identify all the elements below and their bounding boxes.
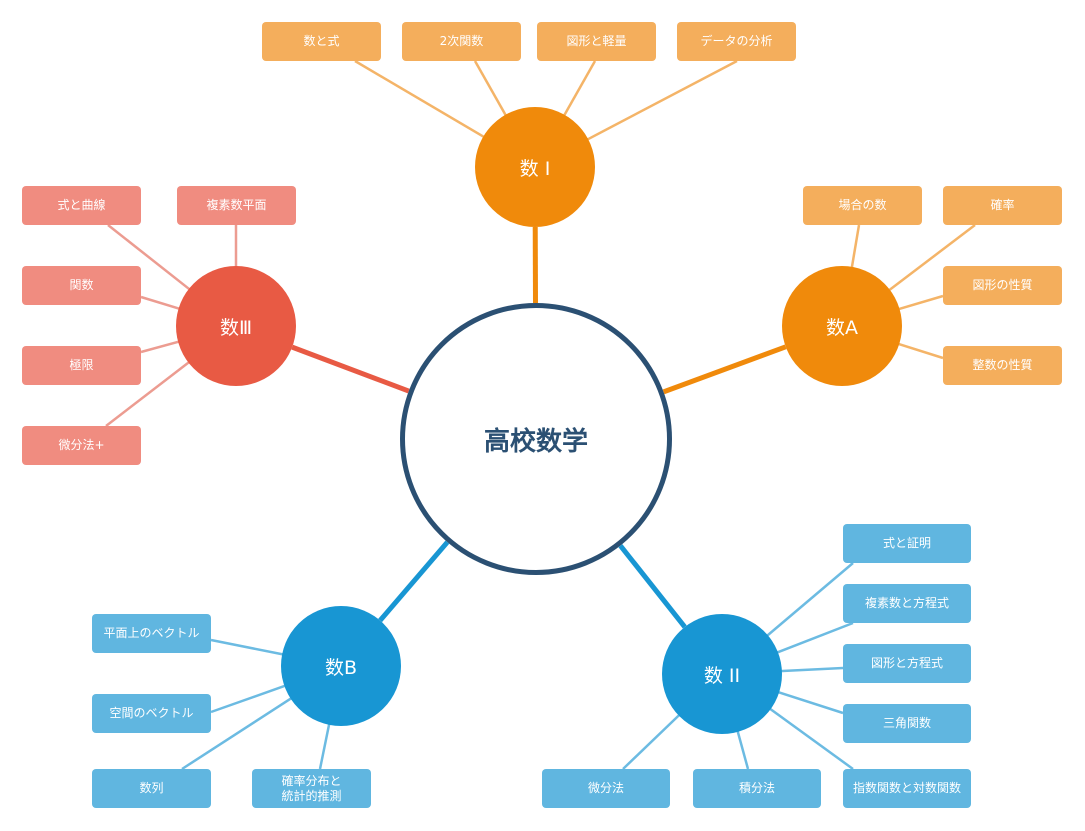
leaf-mathB-1[interactable]: 空間のベクトル <box>92 694 211 733</box>
trunk-line-mathA <box>662 344 787 395</box>
leaf-mathB-0[interactable]: 平面上のベクトル <box>92 614 211 653</box>
leaf-label: 指数関数と対数関数 <box>852 781 961 796</box>
center-label: 高校数学 <box>483 426 588 457</box>
leaf-label: 場合の数 <box>838 198 887 213</box>
leaf-label: 空間のベクトル <box>109 706 194 721</box>
leaf-math2-5[interactable]: 微分法 <box>542 769 670 808</box>
leaf-label: 平面上のベクトル <box>103 626 200 641</box>
leaf-label: 極限 <box>69 358 94 373</box>
branch-node-math1[interactable]: 数 I <box>475 107 595 227</box>
leaf-label: 式と証明 <box>882 536 931 551</box>
leaf-line-math2-5 <box>622 713 682 770</box>
leaf-label: 関数 <box>69 278 94 293</box>
leaf-mathA-1[interactable]: 確率 <box>943 186 1062 225</box>
branch-node-math3[interactable]: 数Ⅲ <box>176 266 296 386</box>
trunk-line-math3 <box>291 344 410 394</box>
branch-label: 数 II <box>703 664 741 687</box>
leaf-math3-1[interactable]: 複素数平面 <box>177 186 296 225</box>
leaf-line-math2-0 <box>765 562 854 638</box>
leaf-line-math3-0 <box>107 224 192 292</box>
leaf-line-math1-1 <box>473 60 508 118</box>
leaf-math2-3[interactable]: 三角関数 <box>843 704 971 743</box>
leaf-label: 複素数と方程式 <box>864 596 949 611</box>
leaf-line-math2-4 <box>768 707 854 771</box>
leaf-mathA-0[interactable]: 場合の数 <box>803 186 922 225</box>
leaf-label: 数列 <box>139 781 164 796</box>
leaf-label: 図形と方程式 <box>870 656 943 671</box>
leaf-line-mathA-0 <box>850 224 861 270</box>
leaf-math3-0[interactable]: 式と曲線 <box>22 186 141 225</box>
branch-node-math2[interactable]: 数 II <box>662 614 782 734</box>
branch-node-mathB[interactable]: 数B <box>281 606 401 726</box>
leaf-label: 三角関数 <box>882 716 931 731</box>
leaf-label: 図形と軽量 <box>566 34 627 49</box>
leaf-label: 図形の性質 <box>972 278 1033 293</box>
leaf-math2-0[interactable]: 式と証明 <box>843 524 971 563</box>
leaf-label: 2次関数 <box>439 34 484 49</box>
leaf-label: 微分法+ <box>58 438 105 453</box>
leaf-line-mathB-1 <box>210 684 287 714</box>
leaf-label: 積分法 <box>738 781 775 796</box>
branch-node-mathA[interactable]: 数A <box>782 266 902 386</box>
leaf-math2-1[interactable]: 複素数と方程式 <box>843 584 971 623</box>
center-node[interactable]: 高校数学 <box>400 303 672 575</box>
leaf-line-mathB-2 <box>181 696 294 771</box>
leaf-label: 確率 <box>990 198 1015 213</box>
leaf-math2-6[interactable]: 積分法 <box>693 769 821 808</box>
leaf-math1-0[interactable]: 数と式 <box>262 22 381 61</box>
leaf-math2-2[interactable]: 図形と方程式 <box>843 644 971 683</box>
leaf-line-math2-6 <box>736 729 750 770</box>
leaf-line-math2-2 <box>779 666 844 673</box>
leaf-line-math3-3 <box>140 340 181 354</box>
leaf-label: 複素数平面 <box>206 198 267 213</box>
trunk-line-mathB <box>378 540 450 623</box>
leaf-line-math3-4 <box>105 360 191 427</box>
leaf-line-math2-1 <box>775 621 854 655</box>
branch-label: 数Ⅲ <box>219 316 253 339</box>
trunk-line-math2 <box>618 544 687 629</box>
leaf-line-math3-2 <box>140 295 181 311</box>
branch-label: 数 I <box>519 157 551 180</box>
leaf-label: 整数の性質 <box>972 358 1033 373</box>
leaf-label: 式と曲線 <box>57 198 106 213</box>
leaf-line-math1-3 <box>585 59 738 142</box>
leaf-math1-3[interactable]: データの分析 <box>677 22 796 61</box>
leaf-math2-4[interactable]: 指数関数と対数関数 <box>843 769 971 808</box>
leaf-mathA-2[interactable]: 図形の性質 <box>943 266 1062 305</box>
leaf-line-mathB-3 <box>318 722 331 770</box>
leaf-line-math1-0 <box>354 59 486 139</box>
leaf-mathB-2[interactable]: 数列 <box>92 769 211 808</box>
leaf-math3-4[interactable]: 微分法+ <box>22 426 141 465</box>
leaf-label: 数と式 <box>303 34 340 49</box>
leaf-label: 微分法 <box>587 781 624 796</box>
leaf-math3-3[interactable]: 極限 <box>22 346 141 385</box>
leaf-label: データの分析 <box>700 34 773 49</box>
leaf-line-mathB-0 <box>210 638 285 656</box>
leaf-mathB-3[interactable]: 確率分布と 統計的推測 <box>252 769 371 808</box>
leaf-math1-1[interactable]: 2次関数 <box>402 22 521 61</box>
leaf-mathA-3[interactable]: 整数の性質 <box>943 346 1062 385</box>
branch-label: 数B <box>324 656 358 679</box>
leaf-label: 確率分布と 統計的推測 <box>281 774 342 803</box>
branch-label: 数A <box>826 316 858 339</box>
leaf-math1-2[interactable]: 図形と軽量 <box>537 22 656 61</box>
leaf-line-mathA-1 <box>887 224 976 292</box>
leaf-math3-2[interactable]: 関数 <box>22 266 141 305</box>
leaf-line-math2-3 <box>776 690 844 715</box>
leaf-line-mathA-3 <box>896 342 944 360</box>
leaf-line-mathA-2 <box>897 294 944 311</box>
leaf-line-math1-2 <box>562 60 597 118</box>
